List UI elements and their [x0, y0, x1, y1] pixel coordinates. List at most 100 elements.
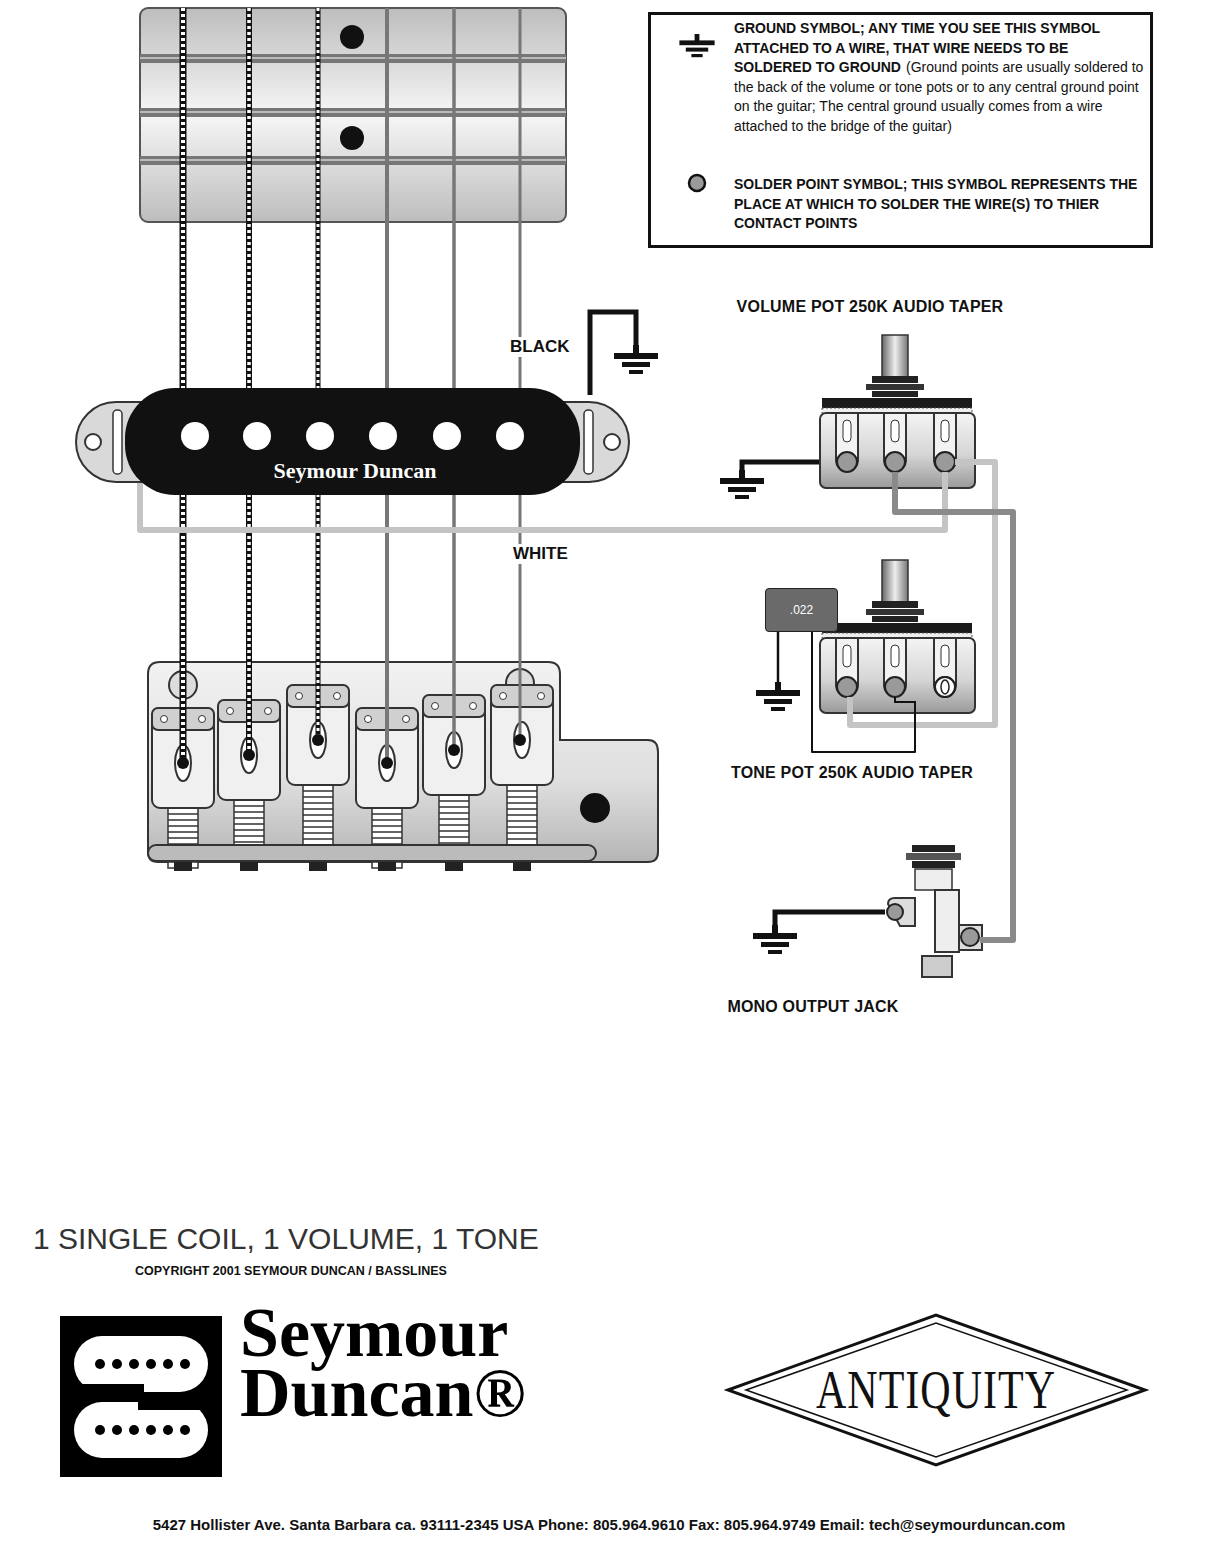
- brand-logo: [74, 1402, 208, 1458]
- mounting-slot: [584, 410, 593, 474]
- pole-piece: [369, 422, 397, 450]
- brand-logo: [74, 1384, 144, 1396]
- brand-logo: [138, 1398, 208, 1410]
- legend-entry: SOLDER POINT SYMBOL; THIS SYMBOL REPRESE…: [734, 175, 1144, 234]
- brand-logo: [129, 1359, 139, 1369]
- fretboard: [140, 108, 566, 117]
- guitar-string: [317, 8, 320, 740]
- copyright-note: COPYRIGHT 2001 SEYMOUR DUNCAN / BASSLINE…: [135, 1264, 447, 1278]
- fretboard: [140, 8, 566, 222]
- ground-wire: [777, 632, 780, 682]
- connector-def: [140, 462, 1013, 940]
- wire-color-label: BLACK: [507, 337, 573, 357]
- lug-wire: [892, 472, 898, 489]
- bridge: [309, 862, 327, 871]
- pole-piece: [306, 422, 334, 450]
- brand-logo: [60, 1316, 222, 1477]
- lug-wire: [847, 697, 853, 714]
- brand-wordmark: Seymour Duncan®: [240, 1303, 560, 1423]
- mounting-hole: [85, 434, 101, 450]
- fretboard: [140, 160, 566, 161]
- output-jack: [912, 861, 955, 868]
- fretboard: [140, 58, 566, 59]
- output-jack: [912, 845, 955, 852]
- brand-logo: [180, 1425, 190, 1435]
- pole-piece: [496, 422, 524, 450]
- fretboard: [140, 54, 566, 63]
- ground-symbol: [756, 682, 800, 711]
- brand-logo: [95, 1359, 105, 1369]
- diamond-logo: [728, 1315, 1145, 1465]
- brand-logo: [112, 1425, 122, 1435]
- guitar-string: [514, 734, 526, 746]
- fretboard: [340, 126, 364, 150]
- legend-symbol: [689, 175, 705, 191]
- lug-wire: [942, 472, 948, 489]
- bridge: [148, 845, 596, 861]
- guitar-string: [385, 8, 389, 763]
- guitar-string: [452, 8, 456, 750]
- output-jack: [935, 890, 959, 952]
- ground-symbol: [720, 470, 764, 499]
- node-label: VOLUME POT 250K AUDIO TAPER: [737, 298, 1004, 316]
- output-jack: [961, 928, 979, 946]
- lug-wire: [955, 459, 976, 465]
- legend-box: GROUND SYMBOL; ANY TIME YOU SEE THIS SYM…: [648, 12, 1153, 248]
- output-jack: [887, 904, 903, 920]
- ground-symbol: [614, 34, 800, 954]
- output-jack: MONO OUTPUT JACK: [885, 845, 1000, 978]
- tone-pot: TONE POT 250K AUDIO TAPER: [820, 638, 975, 713]
- guitar-string: [316, 8, 321, 740]
- ground-symbol: [679, 34, 714, 57]
- brand-logo: [74, 1336, 208, 1392]
- output-jack: [906, 853, 961, 860]
- potentiometer: [941, 680, 949, 694]
- brand-logo: [129, 1425, 139, 1435]
- bridge: [174, 862, 192, 871]
- mounting-hole: [604, 434, 620, 450]
- mounting-slot: [113, 410, 122, 474]
- fretboard: [140, 156, 566, 165]
- guitar-string: [246, 8, 252, 755]
- brand-logo: [146, 1359, 156, 1369]
- pickup-cover: [125, 388, 580, 495]
- pole-piece: [433, 422, 461, 450]
- guitar-string: [177, 757, 189, 769]
- wire: [895, 488, 1013, 940]
- wire: [812, 632, 915, 752]
- output-jack: [959, 925, 982, 950]
- pole-piece: [181, 422, 209, 450]
- volume-pot: VOLUME POT 250K AUDIO TAPER: [820, 413, 975, 488]
- capacitor: .022: [765, 588, 838, 632]
- bridge: [491, 685, 553, 845]
- bridge: [240, 862, 258, 871]
- legend-symbol: [689, 175, 705, 191]
- output-jack: [922, 956, 952, 977]
- potentiometer: [935, 677, 955, 697]
- guitar-string: [381, 757, 393, 769]
- output-jack: [915, 869, 952, 890]
- potentiometer: [820, 335, 975, 488]
- bridge: [513, 862, 531, 871]
- brand-logo: [112, 1359, 122, 1369]
- output-jack: [980, 937, 1001, 943]
- node-label: TONE POT 250K AUDIO TAPER: [731, 764, 973, 782]
- guitar-string: [519, 8, 522, 740]
- brand-logo: [95, 1425, 105, 1435]
- fretboard: [140, 8, 566, 222]
- potentiometer: [820, 560, 975, 713]
- guitar-string: [312, 734, 324, 746]
- ground-wire: [775, 912, 885, 925]
- bridge: [445, 862, 463, 871]
- single-coil-pickup: Seymour Duncan: [75, 388, 630, 495]
- brand-logo: [180, 1359, 190, 1369]
- brand-logo: [163, 1359, 173, 1369]
- bridge: [378, 862, 396, 871]
- node-label: MONO OUTPUT JACK: [727, 998, 898, 1016]
- guitar-string: [243, 749, 255, 761]
- brand-wordmark: ANTIQUITY: [816, 1359, 1056, 1421]
- lug-wire: [895, 697, 915, 714]
- fretboard: [340, 25, 364, 49]
- bridge: [148, 662, 658, 871]
